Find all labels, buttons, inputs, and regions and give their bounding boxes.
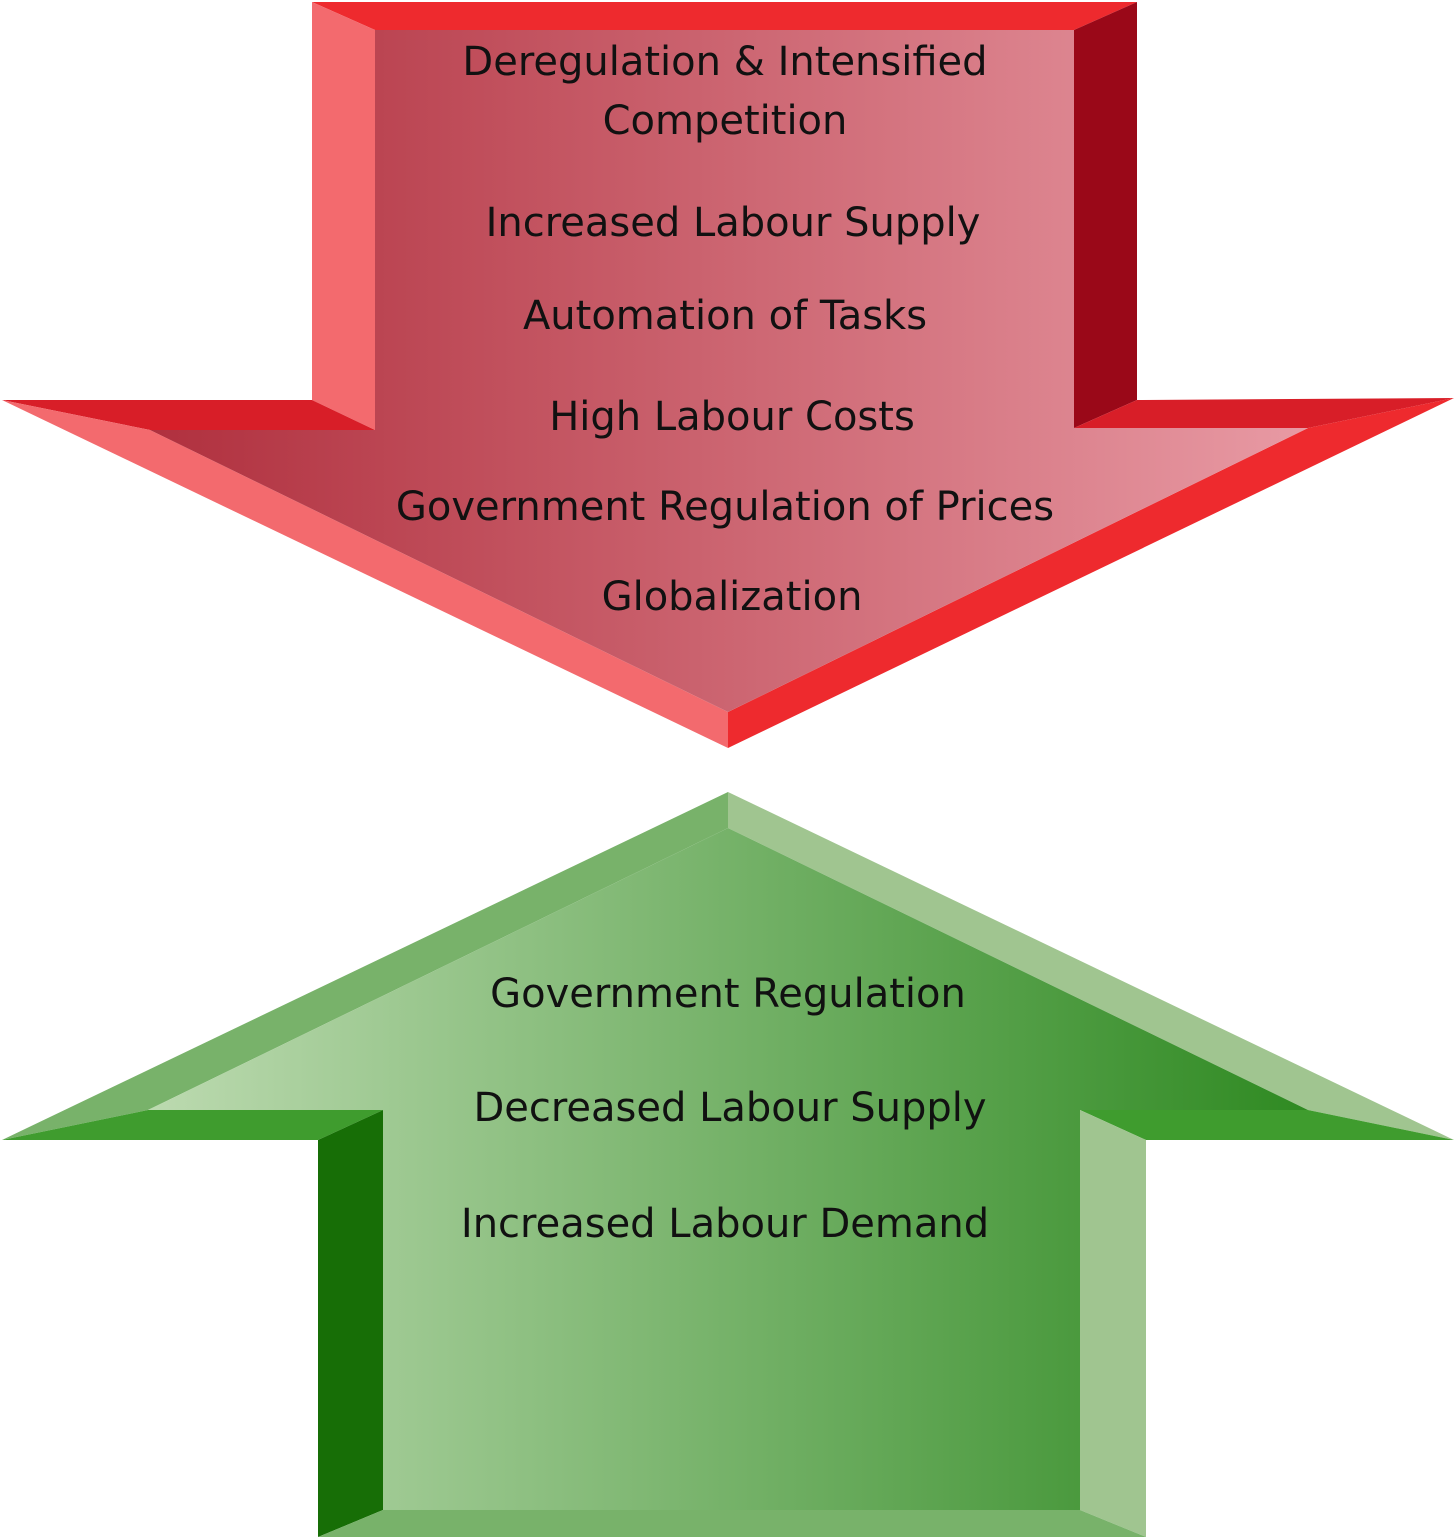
up-arrow-bevel-wing-left (2, 1110, 383, 1140)
down-arrow-bevel-shaft-right (1074, 2, 1137, 428)
down-item-3: Increased Labour Supply (486, 200, 981, 246)
down-arrow-bevel-wing-left (2, 400, 375, 430)
down-item-4: Automation of Tasks (523, 293, 927, 339)
down-item-1: Deregulation & Intensified (462, 39, 987, 85)
up-item-3: Increased Labour Demand (461, 1201, 989, 1247)
down-item-7: Globalization (602, 574, 863, 620)
up-item-2: Decreased Labour Supply (473, 1085, 986, 1131)
down-arrow-face (150, 30, 1308, 712)
up-arrow-bevel-shaft-right (1080, 1110, 1146, 1537)
up-arrow-face (148, 828, 1308, 1510)
up-arrow-bevel-wing-right (1080, 1110, 1454, 1140)
down-arrow-bevel-head-left (2, 400, 728, 748)
down-arrow-bevel-wing-right (1074, 398, 1454, 428)
down-item-2: Competition (603, 98, 848, 144)
up-arrow-bevel-bottom (318, 1510, 1146, 1537)
up-item-1: Government Regulation (490, 971, 966, 1017)
down-arrow-bevel-head-right (728, 398, 1454, 748)
down-item-6: Government Regulation of Prices (396, 484, 1054, 530)
down-arrow-bevel-top (312, 2, 1137, 30)
up-arrow-bevel-shaft-left (318, 1110, 383, 1537)
up-arrow: Government Regulation Decreased Labour S… (2, 792, 1454, 1537)
down-item-5: High Labour Costs (549, 394, 915, 440)
up-arrow-bevel-head-right (728, 792, 1454, 1140)
up-arrow-bevel-head-left (2, 792, 728, 1140)
down-arrow: Deregulation & Intensified Competition I… (2, 2, 1454, 748)
down-arrow-bevel-shaft-left (312, 2, 375, 430)
